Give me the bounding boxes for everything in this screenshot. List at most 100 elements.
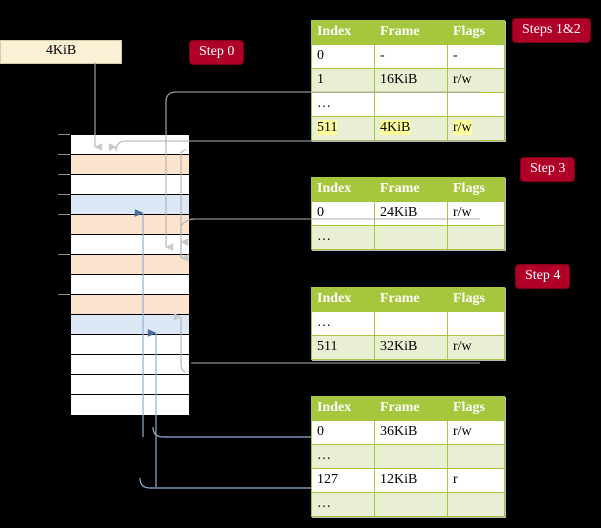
cell-index: 511: [311, 335, 375, 360]
cell-text: 12KiB: [380, 472, 418, 487]
cell-text: 4KiB: [380, 120, 411, 135]
cell-text: r/w: [453, 339, 472, 354]
badge-steps-1-2-label: Steps 1&2: [522, 22, 581, 37]
cell-text: …: [317, 315, 332, 330]
column-header-frame: Frame: [374, 20, 448, 45]
badge-step-3: Step 3: [521, 158, 575, 181]
memory-frame-row: [71, 335, 189, 355]
column-header-index: Index: [311, 287, 375, 312]
table-row: …: [311, 444, 505, 469]
cell-flags: r/w: [447, 68, 505, 93]
cell-text: r/w: [453, 120, 472, 135]
cell-index: 127: [311, 468, 375, 493]
cell-flags: [447, 92, 505, 117]
column-header-frame: Frame: [374, 287, 448, 312]
memory-frame-row: [71, 295, 189, 315]
cell-index: …: [311, 311, 375, 336]
cell-frame: [374, 444, 448, 469]
memory-row-tick: [58, 154, 70, 155]
memory-row-tick: [58, 194, 70, 195]
column-header-index: Index: [311, 177, 375, 202]
cell-text: 511: [317, 339, 338, 354]
cell-text: 0: [317, 205, 324, 220]
column-header-frame: Frame: [374, 396, 448, 421]
column-header-index: Index: [311, 20, 375, 45]
cell-index: …: [311, 92, 375, 117]
cell-frame: 16KiB: [374, 68, 448, 93]
column-header-flags: Flags: [447, 396, 505, 421]
cell-text: r/w: [453, 72, 472, 87]
cell-index: 511: [311, 116, 375, 141]
table-row: 1 16KiB r/w: [311, 68, 505, 93]
cell-flags: r/w: [447, 420, 505, 445]
source-frame-label: 4KiB: [45, 43, 77, 58]
memory-frame-row: [71, 195, 189, 215]
memory-frame-row: [71, 355, 189, 375]
memory-row-tick: [58, 174, 70, 175]
cell-frame: [374, 92, 448, 117]
cell-index: 0: [311, 44, 375, 69]
cell-text: -: [453, 48, 458, 63]
cell-index: 1: [311, 68, 375, 93]
cell-text: 32KiB: [380, 339, 418, 354]
badge-step-4-label: Step 4: [525, 268, 561, 283]
cell-index: …: [311, 444, 375, 469]
memory-frame-row: [71, 395, 189, 415]
cell-frame: 36KiB: [374, 420, 448, 445]
cell-text: r/w: [453, 424, 472, 439]
table-row: 127 12KiB r: [311, 468, 505, 493]
source-frame-box: 4KiB: [0, 40, 122, 64]
badge-step-3-label: Step 3: [530, 161, 566, 176]
column-header-flags: Flags: [447, 287, 505, 312]
cell-text: 0: [317, 424, 324, 439]
table-row: 0 36KiB r/w: [311, 420, 505, 445]
cell-flags: r/w: [447, 201, 505, 226]
cell-text: …: [317, 229, 332, 244]
memory-row-tick: [58, 294, 70, 295]
memory-frame-row: [71, 215, 189, 235]
cell-text: 1: [317, 72, 324, 87]
column-header-frame: Frame: [374, 177, 448, 202]
cell-text: …: [317, 448, 332, 463]
cell-text: -: [380, 48, 385, 63]
cell-text: 36KiB: [380, 424, 418, 439]
cell-flags: [447, 492, 505, 517]
table-row: 0 - -: [311, 44, 505, 69]
memory-frame-row: [71, 175, 189, 195]
memory-frame-row: [71, 155, 189, 175]
table-row: …: [311, 225, 505, 250]
cell-text: 0: [317, 48, 324, 63]
cell-frame: 4KiB: [374, 116, 448, 141]
cell-index: …: [311, 492, 375, 517]
cell-frame: 32KiB: [374, 335, 448, 360]
table-row: …: [311, 311, 505, 336]
cell-flags: r: [447, 468, 505, 493]
memory-frame-row: [71, 315, 189, 335]
cell-frame: [374, 225, 448, 250]
table-row: 511 32KiB r/w: [311, 335, 505, 360]
cell-frame: 12KiB: [374, 468, 448, 493]
memory-row-tick: [58, 214, 70, 215]
column-header-index: Index: [311, 396, 375, 421]
cell-text: 127: [317, 472, 338, 487]
memory-frame-row: [71, 375, 189, 395]
cell-text: …: [317, 96, 332, 111]
cell-text: …: [317, 496, 332, 511]
memory-frame-row: [71, 135, 189, 155]
physical-memory-column: [70, 134, 190, 416]
table-row: 511 4KiB r/w: [311, 116, 505, 141]
cell-index: 0: [311, 201, 375, 226]
badge-step-0: Step 0: [190, 41, 244, 64]
cell-text: 16KiB: [380, 72, 418, 87]
cell-flags: -: [447, 44, 505, 69]
cell-text: 511: [317, 120, 338, 135]
badge-steps-1-2: Steps 1&2: [513, 19, 590, 42]
